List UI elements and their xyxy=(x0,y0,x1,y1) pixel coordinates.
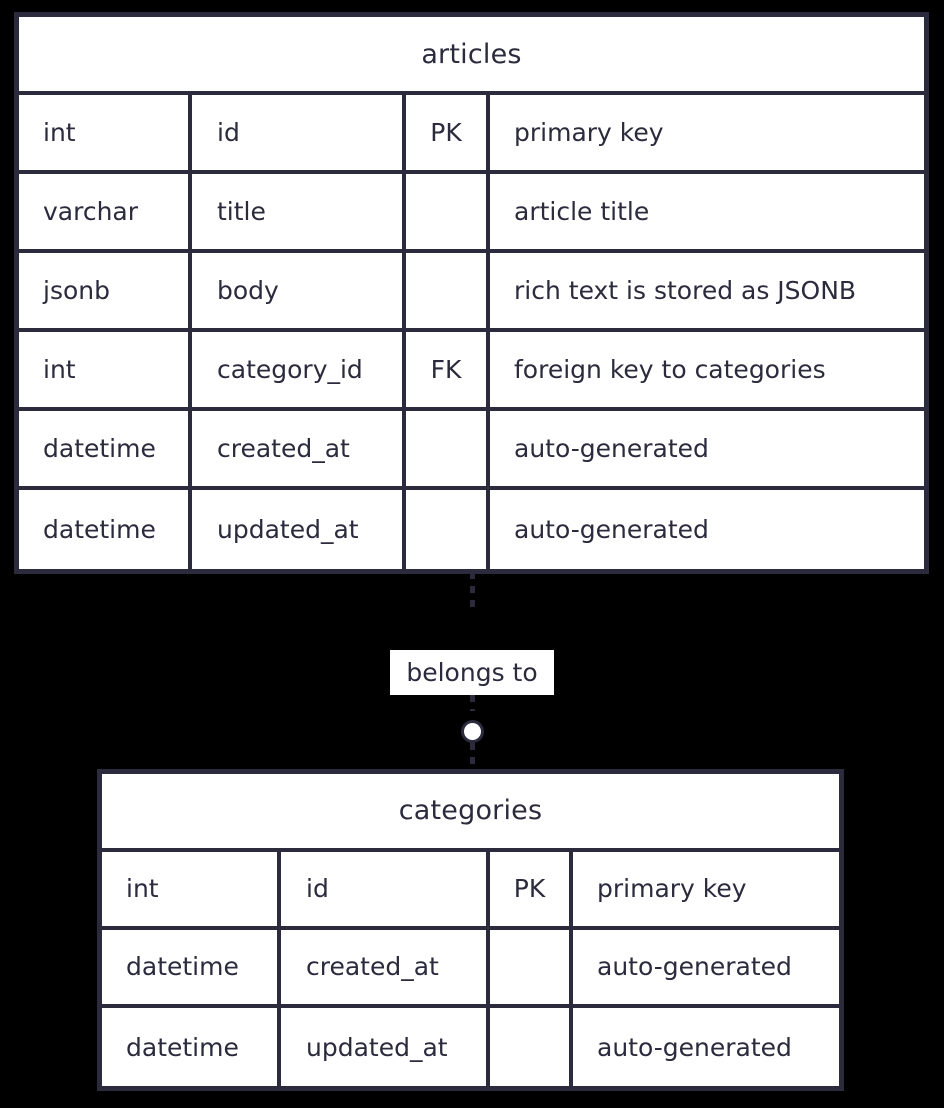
attribute-key-badge: PK xyxy=(490,851,573,926)
relationship-line-segment xyxy=(470,743,475,771)
entity-articles-title: articles xyxy=(19,17,924,96)
attribute-name: category_id xyxy=(192,332,406,408)
attribute-key-badge: PK xyxy=(406,95,490,171)
attribute-comment: article title xyxy=(514,197,650,227)
attribute-type: datetime xyxy=(102,1007,281,1087)
attribute-key-badge xyxy=(490,929,573,1004)
relationship-label: belongs to xyxy=(390,650,554,695)
attribute-comment: auto-generated xyxy=(514,434,709,464)
attribute-comment: auto-generated xyxy=(514,515,709,545)
table-row[interactable]: datetime created_at auto-generated xyxy=(102,929,839,1008)
attribute-type: varchar xyxy=(19,174,192,250)
attribute-comment: primary key xyxy=(597,874,747,904)
entity-categories-title: categories xyxy=(102,774,839,852)
attribute-name: id xyxy=(192,95,406,171)
entity-articles[interactable]: articles int id PK primary key varchar t… xyxy=(14,12,929,574)
attribute-name: id xyxy=(281,851,490,926)
entity-categories[interactable]: categories int id PK primary key datetim… xyxy=(97,769,844,1091)
attribute-type: datetime xyxy=(19,490,192,570)
table-row[interactable]: varchar title article title xyxy=(19,174,924,254)
attribute-name: created_at xyxy=(192,411,406,487)
table-row[interactable]: jsonb body rich text is stored as JSONB xyxy=(19,253,924,333)
attribute-key-badge: FK xyxy=(406,332,490,408)
table-row[interactable]: datetime updated_at auto-generated xyxy=(102,1007,839,1087)
attribute-key-badge xyxy=(406,253,490,329)
attribute-name: updated_at xyxy=(192,490,406,570)
attribute-comment: primary key xyxy=(514,118,664,148)
attribute-key-badge xyxy=(490,1007,573,1087)
attribute-type: int xyxy=(19,95,192,171)
table-row[interactable]: int category_id FK foreign key to catego… xyxy=(19,332,924,412)
attribute-type: datetime xyxy=(19,411,192,487)
attribute-comment: rich text is stored as JSONB xyxy=(514,276,857,306)
attribute-comment: auto-generated xyxy=(597,1032,792,1062)
attribute-key-badge xyxy=(406,411,490,487)
attribute-comment: foreign key to categories xyxy=(514,355,826,385)
attribute-comment: auto-generated xyxy=(597,952,792,982)
table-row[interactable]: datetime updated_at auto-generated xyxy=(19,490,924,570)
table-row[interactable]: datetime created_at auto-generated xyxy=(19,411,924,491)
table-row[interactable]: int id PK primary key xyxy=(102,851,839,930)
attribute-key-badge xyxy=(406,490,490,570)
relationship-line-segment xyxy=(470,695,475,711)
attribute-type: jsonb xyxy=(19,253,192,329)
attribute-name: body xyxy=(192,253,406,329)
attribute-type: int xyxy=(19,332,192,408)
attribute-type: datetime xyxy=(102,929,281,1004)
table-row[interactable]: int id PK primary key xyxy=(19,95,924,175)
zero-or-one-circle-icon xyxy=(461,720,484,743)
relationship-line-segment xyxy=(470,572,475,614)
attribute-name: created_at xyxy=(281,929,490,1004)
attribute-key-badge xyxy=(406,174,490,250)
attribute-type: int xyxy=(102,851,281,926)
attribute-name: title xyxy=(192,174,406,250)
attribute-name: updated_at xyxy=(281,1007,490,1087)
